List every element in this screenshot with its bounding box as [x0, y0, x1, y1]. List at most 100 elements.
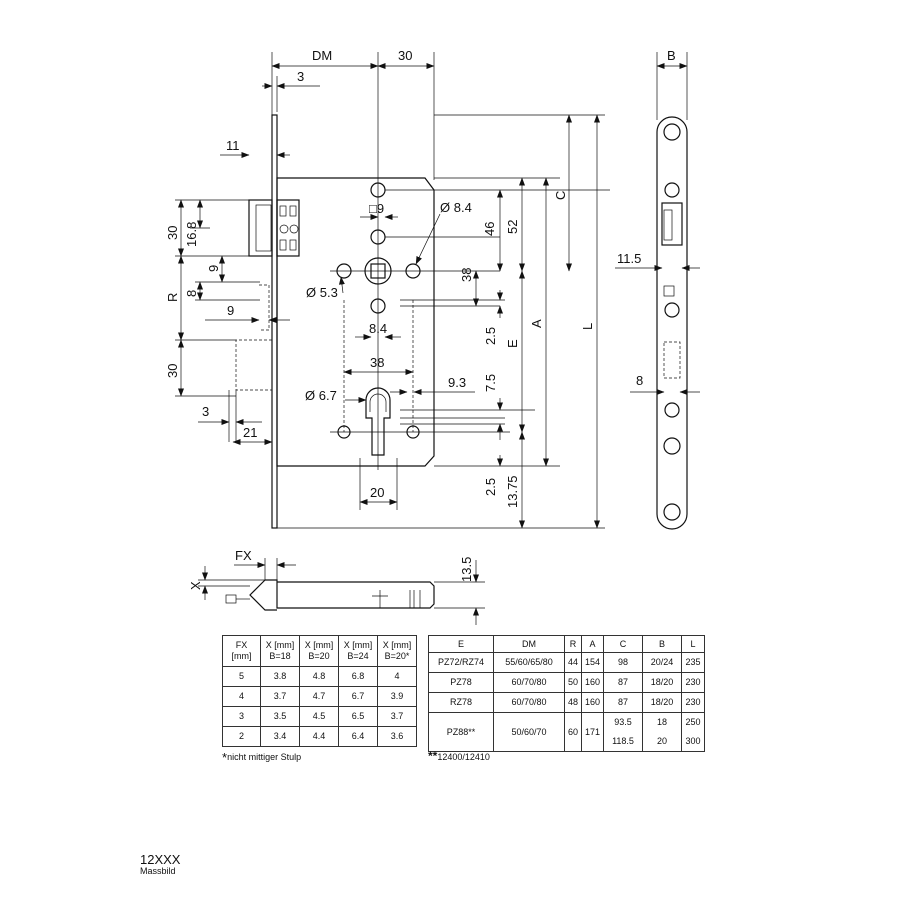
table-cell: 3: [222, 706, 261, 727]
footnote-mark: *: [222, 750, 228, 765]
fx-table: FX[mm] X [mm]B=18 X [mm]B=20 X [mm]B=24 …: [222, 635, 417, 747]
drawing-caption: Massbild: [140, 866, 176, 876]
dim-dm: DM: [312, 48, 332, 63]
dim-52: 52: [505, 220, 520, 234]
table-cell: 3.4: [260, 726, 300, 747]
table-cell: PZ88**: [428, 712, 494, 752]
dim-8-side: 8: [636, 373, 643, 388]
table-cell: 3.5: [260, 706, 300, 727]
table-cell: 3.6: [377, 726, 417, 747]
table-cell: 235: [681, 652, 705, 673]
table-cell: 50: [564, 672, 582, 693]
table-cell: 6.5: [338, 706, 378, 727]
e-header-cell: A: [581, 635, 604, 653]
dim-46: 46: [482, 222, 497, 236]
dim-r: R: [165, 293, 180, 302]
dim-38-v: 38: [459, 268, 474, 282]
table-cell: 60/70/80: [493, 672, 565, 693]
table-cell: 250: [681, 712, 705, 732]
footnote-mark: **: [428, 749, 438, 763]
dim-dia-5-3: Ø 5.3: [306, 285, 338, 300]
e-header-cell: DM: [493, 635, 565, 653]
table-cell: 48: [564, 692, 582, 713]
table-cell: 55/60/65/80: [493, 652, 565, 673]
dim-l: L: [580, 323, 595, 330]
table-cell: 154: [581, 652, 604, 673]
dim-30-a: 30: [165, 226, 180, 240]
fx-header-cell: FX[mm]: [222, 635, 261, 667]
table-cell: 4: [377, 666, 417, 687]
table-row: 2 3.4 4.4 6.4 3.6: [222, 726, 417, 747]
dim-30-top: 30: [398, 48, 412, 63]
dim-e: E: [505, 339, 520, 348]
dim-square-9: □9: [369, 201, 384, 216]
lock-case: [276, 177, 435, 467]
table-cell: 44: [564, 652, 582, 673]
table-cell: 230: [681, 672, 705, 693]
dim-13-75: 13.75: [505, 475, 520, 508]
e-header-cell: B: [642, 635, 682, 653]
dim-9-3: 9.3: [448, 375, 466, 390]
table-row: PZ88** 50/60/70 60 171 93.5 18 250: [428, 712, 705, 752]
front-view: DM 30 3 11 30 16.8 9 R 8 9 30 3 21: [165, 48, 610, 529]
table-cell: 230: [681, 692, 705, 713]
table-cell: 87: [603, 672, 643, 693]
table-cell: 171: [581, 712, 604, 752]
dim-8-a: 8: [184, 290, 199, 297]
table-cell: 3.7: [260, 686, 300, 707]
drawing-code: 12XXX: [140, 852, 181, 867]
table-row: PZ78 60/70/80 50 160 87 18/20 230: [428, 672, 705, 693]
fx-table-footnote: *nicht mittiger Stulp: [222, 750, 301, 765]
dim-16-8: 16.8: [184, 222, 199, 247]
table-cell: PZ78: [428, 672, 494, 693]
e-header-cell: E: [428, 635, 494, 653]
e-table-footnote: **12400/12410: [428, 749, 490, 763]
footnote-text: 12400/12410: [437, 752, 490, 762]
table-cell: 4.8: [299, 666, 339, 687]
dim-7-5: 7.5: [483, 374, 498, 392]
dim-21: 21: [243, 425, 257, 440]
table-cell: 60/70/80: [493, 692, 565, 713]
e-header-cell: R: [564, 635, 582, 653]
latch-bolt: [248, 199, 300, 257]
faceplate: [271, 114, 278, 529]
dim-2-5-a: 2.5: [483, 327, 498, 345]
faceplate-outline: [656, 116, 688, 530]
dim-b: B: [667, 48, 676, 63]
fx-header-cell: X [mm]B=20*: [377, 635, 417, 667]
table-cell: 18/20: [642, 692, 682, 713]
table-cell: 60: [564, 712, 582, 752]
dim-c: C: [553, 191, 568, 200]
table-cell: 6.8: [338, 666, 378, 687]
table-cell: 4.7: [299, 686, 339, 707]
dim-9-a: 9: [206, 265, 221, 272]
dim-9-b: 9: [227, 303, 234, 318]
e-header-cell: C: [603, 635, 643, 653]
table-row: RZ78 60/70/80 48 160 87 18/20 230: [428, 692, 705, 713]
e-table: E DM R A C B L PZ72/RZ74 55/60/65/80 44 …: [428, 635, 705, 752]
dim-13-5: 13.5: [459, 557, 474, 582]
bottom-view: FX X 13.5: [188, 548, 485, 625]
dim-38-h: 38: [370, 355, 384, 370]
table-cell: PZ72/RZ74: [428, 652, 494, 673]
table-header-row: FX[mm] X [mm]B=18 X [mm]B=20 X [mm]B=24 …: [222, 635, 417, 667]
table-cell: 18/20: [642, 672, 682, 693]
table-cell: 2: [222, 726, 261, 747]
table-cell: 160: [581, 672, 604, 693]
table-row: 3 3.5 4.5 6.5 3.7: [222, 706, 417, 727]
table-cell: 4.4: [299, 726, 339, 747]
table-cell: 20/24: [642, 652, 682, 673]
dim-fx: FX: [235, 548, 252, 563]
dim-30-b: 30: [165, 364, 180, 378]
dim-20: 20: [370, 485, 384, 500]
table-cell: 3.8: [260, 666, 300, 687]
table-cell: 4: [222, 686, 261, 707]
table-cell: RZ78: [428, 692, 494, 713]
dim-11: 11: [226, 138, 240, 153]
table-cell: 50/60/70: [493, 712, 565, 752]
table-cell: 6.4: [338, 726, 378, 747]
table-row: 5 3.8 4.8 6.8 4: [222, 666, 417, 687]
table-cell: 93.5: [603, 712, 643, 732]
cylinder-cutout: [337, 387, 420, 456]
